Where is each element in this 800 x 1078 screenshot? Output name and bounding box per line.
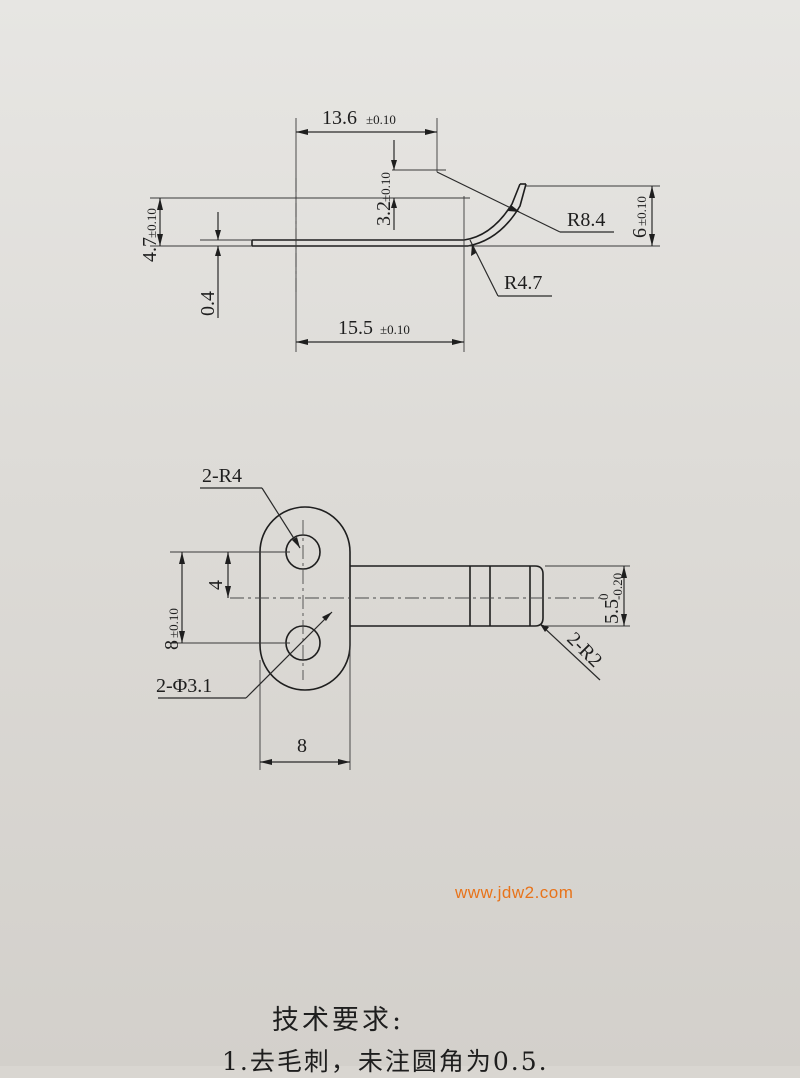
dim-47-tol: ±0.10 [144, 208, 159, 238]
dim-47-value: 4.7 [139, 237, 161, 262]
dim-155-tol: ±0.10 [380, 322, 410, 337]
dim-6-tol: ±0.10 [634, 196, 649, 226]
dim-136-tol: ±0.10 [366, 112, 396, 127]
side-view: 13.6 ±0.10 15.5 ±0.10 4.7 ±0.10 0.4 3.2 [139, 107, 660, 352]
watermark-text: www.jdw2.com [455, 883, 574, 902]
leader-r4 [261, 487, 301, 549]
dim-8h-tol: ±0.10 [166, 608, 181, 638]
dim-55-tol-upper: 0 [596, 594, 611, 601]
dim-32-tol: ±0.10 [378, 172, 393, 202]
tech-requirements-line-1: 1.去毛刺，未注圆角为0.5. [222, 1047, 549, 1076]
hole-diameter: 2-Φ3.1 [156, 675, 212, 697]
radius-r47: R4.7 [504, 272, 542, 294]
leader-r84 [436, 171, 561, 233]
radius-r4: 2-R4 [202, 465, 242, 487]
dim-6-value: 6 [629, 228, 651, 238]
top-view: 8 ±0.10 4 8 5.5 0 -0.20 2-R4 [156, 465, 630, 770]
tech-requirements-title: 技术要求: [272, 1005, 405, 1036]
dim-8w-value: 8 [297, 735, 307, 757]
dim-4-value: 4 [205, 580, 227, 590]
radius-r84: R8.4 [567, 209, 605, 231]
leader-r47 [469, 239, 499, 297]
leader-r2 [539, 623, 601, 681]
dim-55-value: 5.5 [601, 599, 623, 624]
dim-136-value: 13.6 [322, 107, 357, 129]
dim-8h-value: 8 [161, 640, 183, 650]
radius-r2: 2-R2 [562, 628, 606, 672]
dim-155-value: 15.5 [338, 317, 373, 339]
dim-32-value: 3.2 [373, 201, 395, 226]
dim-04-value: 0.4 [197, 291, 219, 316]
tab-outline [350, 565, 544, 627]
dim-55-tol-lower: -0.20 [610, 573, 625, 600]
leader-phi [245, 611, 333, 699]
